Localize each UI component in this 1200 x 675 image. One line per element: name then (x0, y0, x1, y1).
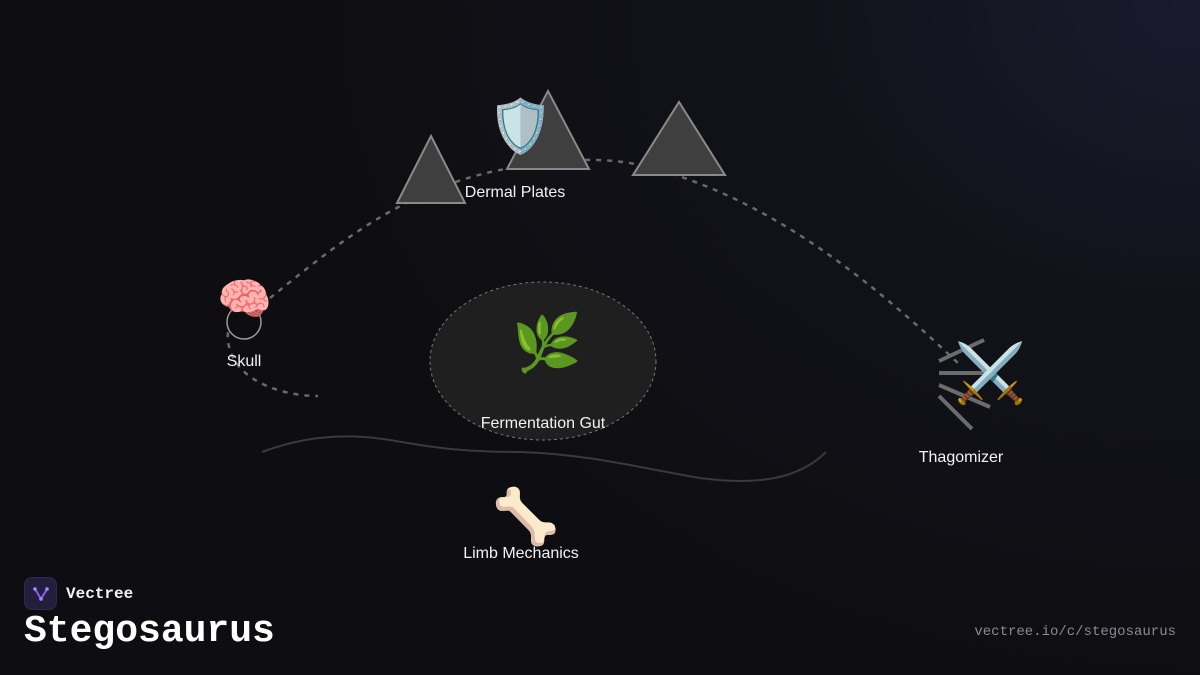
crossed-swords-icon: ⚔️ (954, 339, 1027, 407)
node-label-dermal-plates: Dermal Plates (464, 184, 566, 201)
source-url[interactable]: vectree.io/c/stegosaurus (974, 624, 1176, 640)
bone-icon: 🦴 (492, 485, 560, 548)
head-curve (226, 311, 319, 398)
skull-eye (226, 304, 262, 340)
brain-icon: 🧠 (217, 274, 272, 325)
brand: Vectree (24, 577, 133, 610)
fermentation-gut-ellipse (429, 281, 657, 441)
spine-curve (269, 158, 961, 366)
brand-name: Vectree (66, 584, 134, 603)
dermal-plate-right (631, 100, 727, 176)
dermal-plate-middle (505, 88, 591, 170)
node-label-skull: Skull (226, 353, 262, 370)
node-label-fermentation-gut: Fermentation Gut (480, 415, 606, 432)
thagomizer-spikes (937, 338, 991, 431)
herb-icon: 🌿 (512, 311, 582, 376)
vectree-logo-icon (24, 577, 57, 610)
dermal-plate-left (395, 133, 467, 204)
shield-icon: 🛡️ (488, 97, 553, 157)
belly-curve (261, 435, 827, 482)
page-title: Stegosaurus (24, 610, 275, 653)
node-label-limb-mechanics: Limb Mechanics (463, 545, 579, 562)
node-label-thagomizer: Thagomizer (918, 449, 1004, 466)
